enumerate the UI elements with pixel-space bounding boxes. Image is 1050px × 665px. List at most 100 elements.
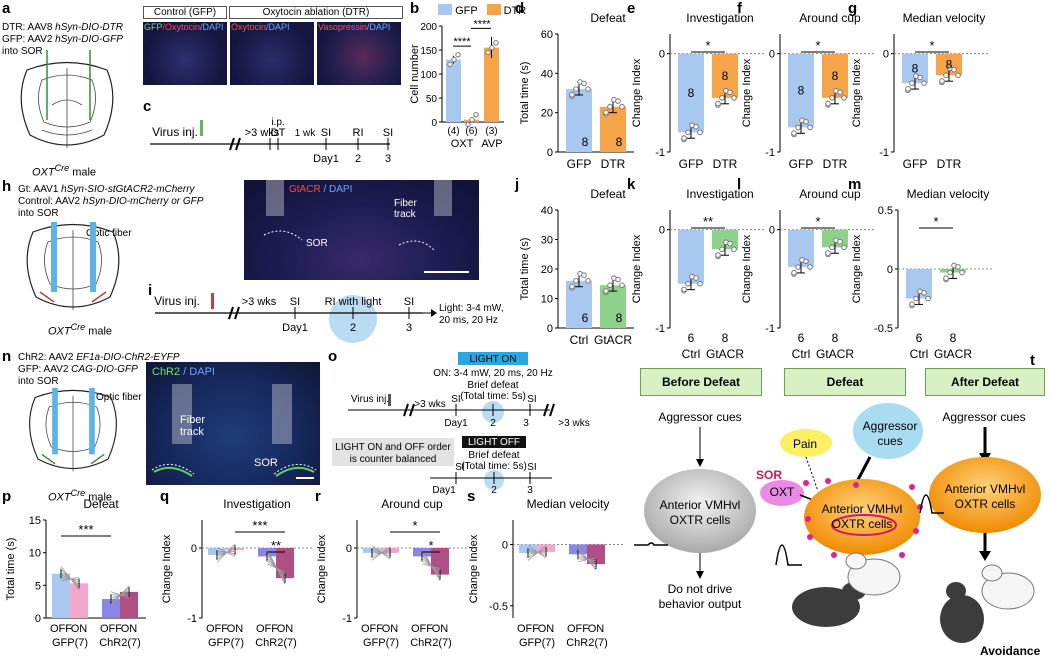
panel-o-label: o [328, 348, 338, 365]
chart-p-ytick-label: 10 [29, 548, 41, 560]
chart-p-bar [102, 599, 120, 618]
o-light-on-label: LIGHT ON [469, 354, 516, 365]
chart-k-xtick-label: Ctrl [682, 347, 701, 361]
legend-gfp-swatch [438, 4, 452, 15]
fiber-track-left [266, 180, 284, 216]
t-mouse-black-icon [792, 587, 860, 627]
chart-e-sig: * [705, 38, 710, 53]
chart-p-ytick-label: 5 [35, 580, 41, 592]
chart-f-ytick-label: -1 [765, 147, 775, 159]
chart-r-sig: * [412, 518, 417, 533]
chart-m-point [909, 301, 915, 307]
i-label: SI [290, 296, 300, 308]
t-oxt-dot [913, 528, 919, 534]
o-balance-text: LIGHT ON and OFF order [335, 442, 451, 453]
c-day-label: 3 [385, 153, 391, 165]
chart-f-point [837, 89, 843, 96]
panel-k-label: k [627, 176, 636, 193]
chart-j-point [615, 276, 621, 283]
chart-k-point [681, 286, 687, 293]
chart-j-point [619, 282, 625, 289]
chart-p-xtick-label: ON [121, 623, 138, 635]
chart-p-ylabel: Total time (s) [5, 538, 17, 601]
chart-d-xtick-label: DTR [601, 157, 626, 171]
chart-m-ylabel: Change Index [851, 234, 863, 303]
chart-j-title: Defeat [590, 187, 626, 201]
chart-j-ylabel: Total time (s) [519, 238, 531, 301]
legend-gfp-label: GFP [455, 5, 478, 17]
chart-r-paired-line [421, 548, 441, 581]
chart-b-ytick-label: 100 [420, 70, 437, 81]
chart-k-xtick-label: GtACR [706, 347, 744, 361]
chart-r-xtick-label: ON [382, 623, 399, 635]
o-si-label: SI [455, 462, 464, 473]
chart-g-point [943, 72, 949, 79]
chart-p-title: Defeat [83, 497, 119, 511]
i-label: SI [404, 296, 414, 308]
chart-f-point [795, 124, 801, 131]
panel-l-label: l [737, 176, 742, 193]
chart-f-ytick-label: 0 [769, 49, 775, 61]
chart-m-ytick-label: 0 [887, 264, 893, 276]
chart-q-xtick-label: OFF [206, 623, 228, 635]
chart-e-n-label: 8 [688, 86, 695, 100]
o-day-label: 2 [491, 485, 497, 496]
chart-l-point [829, 244, 835, 251]
chart-q-group-label: GFP(7) [208, 637, 244, 649]
chart-b-point [485, 49, 491, 56]
t-oxt-dot [805, 516, 811, 522]
c-label: RI [353, 127, 364, 139]
chart-f-title: Around cup [799, 11, 861, 25]
chart-b-point [469, 116, 475, 123]
chart-g-ytick-label: -1 [879, 147, 889, 159]
t-oxt-dot [899, 552, 905, 558]
chart-j-n-label: 6 [582, 311, 589, 325]
chart-f-point [841, 95, 847, 101]
chart-g-title: Median velocity [903, 11, 986, 25]
c-day-label: 2 [355, 153, 361, 165]
panel-a-construct: DTR: AAV8 hSyn-DIO-DTR GFP: AAV2 hSyn-DI… [2, 22, 123, 57]
c-label: 1 wk [295, 128, 317, 139]
chart-f-xtick-label: DTR [823, 157, 848, 171]
chart-q-ytick-label: -1 [187, 613, 197, 625]
chart-p-bar [70, 583, 88, 618]
chart-d-point [581, 80, 587, 87]
legend-dtr-swatch [486, 4, 501, 15]
chart-q-title: Investigation [223, 497, 290, 511]
chart-m-n-label: 6 [916, 331, 923, 345]
chart-j-ytick-label: 40 [541, 205, 553, 217]
chart-b-n-label: (6) [465, 126, 477, 137]
chart-j-point [603, 288, 609, 294]
chart-j-ytick-label: 20 [541, 264, 553, 276]
o-total-time-2: (Total time: 5s) [461, 461, 527, 472]
chart-s-paired-line [577, 546, 597, 571]
t-oxt-dot [831, 552, 837, 558]
chart-r-xtick-label: ON [432, 623, 449, 635]
fiber-track-right [434, 180, 452, 216]
chart-g-n-label: 8 [946, 57, 953, 71]
panel-j-label: j [515, 176, 520, 193]
chart-m-title: Median velocity [907, 187, 990, 201]
panel-h-fiber-label: Optic fiber [86, 228, 132, 239]
panel-n-mouse: OXTCre male [48, 488, 113, 504]
chart-g-point [921, 80, 927, 86]
chart-p-sig: *** [78, 522, 93, 537]
chart-r-ylabel: Change Index [316, 534, 328, 603]
chart-p-bar [52, 573, 70, 618]
panel-m-label: m [848, 176, 862, 193]
chart-m-point [921, 290, 927, 296]
chart-p-group-label: ChR2(7) [99, 637, 141, 649]
panel-r-label: r [315, 488, 321, 505]
chart-e-point [715, 100, 721, 107]
chart-g-xtick-label: DTR [937, 157, 962, 171]
chart-q-paired-line [266, 548, 286, 585]
o-light-off-box [462, 436, 526, 448]
chart-f-n-label: 8 [798, 84, 805, 98]
chart-m-xtick-label: GtACR [934, 347, 972, 361]
